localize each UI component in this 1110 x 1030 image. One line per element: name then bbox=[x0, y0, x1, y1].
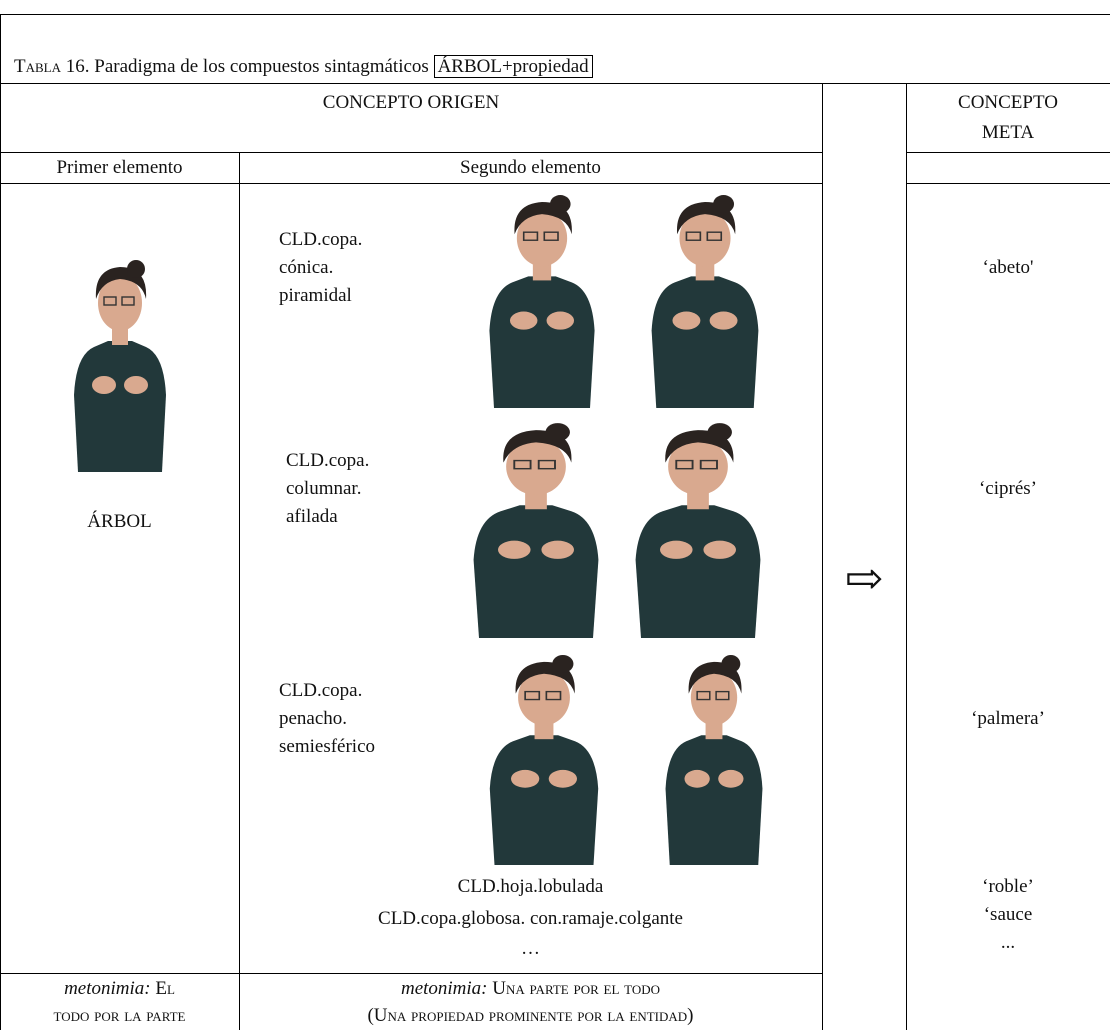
gloss-row-2-line-2: columnar. bbox=[286, 478, 362, 499]
gloss-row-2-line-3: afilada bbox=[286, 506, 338, 527]
extra-meaning-ellipsis: ... bbox=[1000, 932, 1016, 953]
caption-prefix: Tabla bbox=[14, 56, 61, 77]
rule-below-origin-header bbox=[0, 152, 822, 153]
sign-photo-arbol bbox=[64, 255, 176, 472]
footer-left-italic: metonimia: bbox=[64, 978, 151, 999]
rule-below-caption bbox=[0, 83, 1110, 84]
gloss-row-1-line-1: CLD.copa. bbox=[279, 229, 363, 250]
first-element-gloss: ÁRBOL bbox=[87, 511, 152, 532]
meaning-row-2: ‘ciprés’ bbox=[978, 478, 1038, 499]
gloss-row-1-line-2: cónica. bbox=[279, 257, 334, 278]
footer-left-rest: El bbox=[150, 978, 175, 999]
meaning-row-3: ‘palmera’ bbox=[971, 708, 1045, 729]
header-first-element: Primer elemento bbox=[56, 157, 183, 178]
gloss-row-3-line-3: semiesférico bbox=[279, 736, 376, 757]
arrow-icon: ⇨ bbox=[844, 553, 884, 604]
caption-boxed-term: ÁRBOL+propiedad bbox=[433, 55, 593, 78]
rule-target-left bbox=[906, 83, 907, 1030]
extra-gloss-1: CLD.hoja.lobulada bbox=[457, 876, 604, 897]
rule-origin-right bbox=[822, 83, 823, 1030]
footer-right-rest: Una parte por el todo bbox=[487, 978, 661, 999]
rule-left bbox=[0, 14, 1, 1030]
header-second-element: Segundo elemento bbox=[460, 157, 601, 178]
header-source-concept: CONCEPTO ORIGEN bbox=[322, 92, 500, 113]
rule-below-subheaders bbox=[0, 183, 822, 184]
sign-photo-row-3-b bbox=[655, 650, 773, 865]
extra-gloss-2: CLD.copa.globosa. con.ramaje.colgante bbox=[378, 908, 683, 929]
gloss-row-3-line-1: CLD.copa. bbox=[279, 680, 363, 701]
footer-left-line-1: metonimia: El bbox=[0, 975, 239, 1003]
table-caption: Tabla 16. Paradigma de los compuestos si… bbox=[14, 53, 593, 81]
sign-photo-row-2-b bbox=[622, 418, 774, 638]
rule-below-target-header bbox=[906, 152, 1110, 153]
gloss-row-3-line-2: penacho. bbox=[279, 708, 348, 729]
meaning-row-1: ‘abeto' bbox=[982, 257, 1034, 278]
gloss-row-2-line-1: CLD.copa. bbox=[286, 450, 370, 471]
sign-photo-row-1-b bbox=[640, 190, 770, 408]
rule-first-second bbox=[239, 152, 240, 1030]
caption-title: 16. Paradigma de los compuestos sintagmá… bbox=[61, 56, 434, 77]
extra-gloss-ellipsis: … bbox=[521, 938, 540, 959]
sign-photo-row-2-a bbox=[460, 418, 612, 638]
sign-photo-row-1-a bbox=[478, 190, 606, 408]
header-target-concept-1: CONCEPTO bbox=[958, 92, 1058, 113]
sign-photo-row-3-a bbox=[478, 650, 610, 865]
gloss-row-1-line-3: piramidal bbox=[279, 285, 352, 306]
header-target-concept-2: META bbox=[981, 122, 1035, 143]
rule-below-target-sub bbox=[906, 183, 1110, 184]
footer-left-line-2: todo por la parte bbox=[53, 1005, 186, 1026]
footer-right-line-2: (Una propiedad prominente por la entidad… bbox=[367, 1005, 694, 1026]
rule-above-footer bbox=[0, 973, 822, 974]
rule-top bbox=[0, 14, 1110, 15]
extra-meaning-1: ‘roble’ bbox=[982, 876, 1034, 897]
footer-right-italic: metonimia: bbox=[400, 978, 488, 999]
extra-meaning-2: ‘sauce bbox=[983, 904, 1033, 925]
footer-right-line-1: metonimia: Una parte por el todo bbox=[239, 975, 822, 1003]
